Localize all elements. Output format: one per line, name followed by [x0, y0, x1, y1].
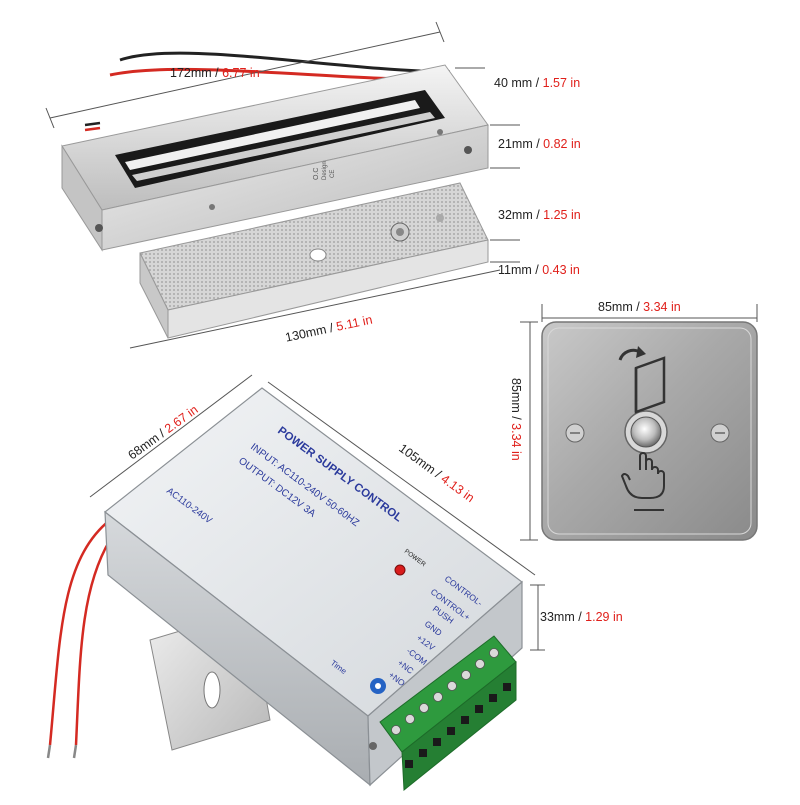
svg-text:CE: CE — [330, 170, 336, 178]
armature-plate — [139, 182, 489, 339]
dim-psu-length: 105mm / 4.13 in — [396, 441, 477, 505]
door-icon — [618, 346, 666, 414]
terminal-block — [379, 635, 517, 792]
svg-text:Design: Design — [322, 161, 328, 180]
dim-plate-height: 11mm / 0.43 in — [498, 263, 580, 277]
dim-lock-height: 21mm / 0.82 in — [498, 137, 581, 151]
dim-lock-length: 172mm / 6.77 in — [170, 66, 260, 80]
exit-button-plate — [541, 321, 758, 541]
magnet-marking: O.C Design CE — [313, 161, 336, 180]
dim-button-width: 85mm / 3.34 in — [598, 300, 681, 314]
power-supply-wires — [46, 519, 112, 759]
magnetic-lock-body — [61, 51, 489, 252]
lock-dimension-lines — [45, 21, 520, 349]
button-dimension-lines — [520, 304, 758, 541]
svg-text:O.C: O.C — [313, 168, 320, 180]
dim-plate-width: 32mm / 1.25 in — [498, 208, 581, 222]
dim-lock-width: 40 mm / 1.57 in — [494, 76, 581, 90]
dim-button-height: 85mm / 3.34 in — [509, 378, 523, 461]
psu-dimension-lines — [89, 374, 545, 651]
push-hand-icon — [620, 452, 665, 511]
dim-psu-height: 33mm / 1.29 in — [540, 610, 623, 624]
